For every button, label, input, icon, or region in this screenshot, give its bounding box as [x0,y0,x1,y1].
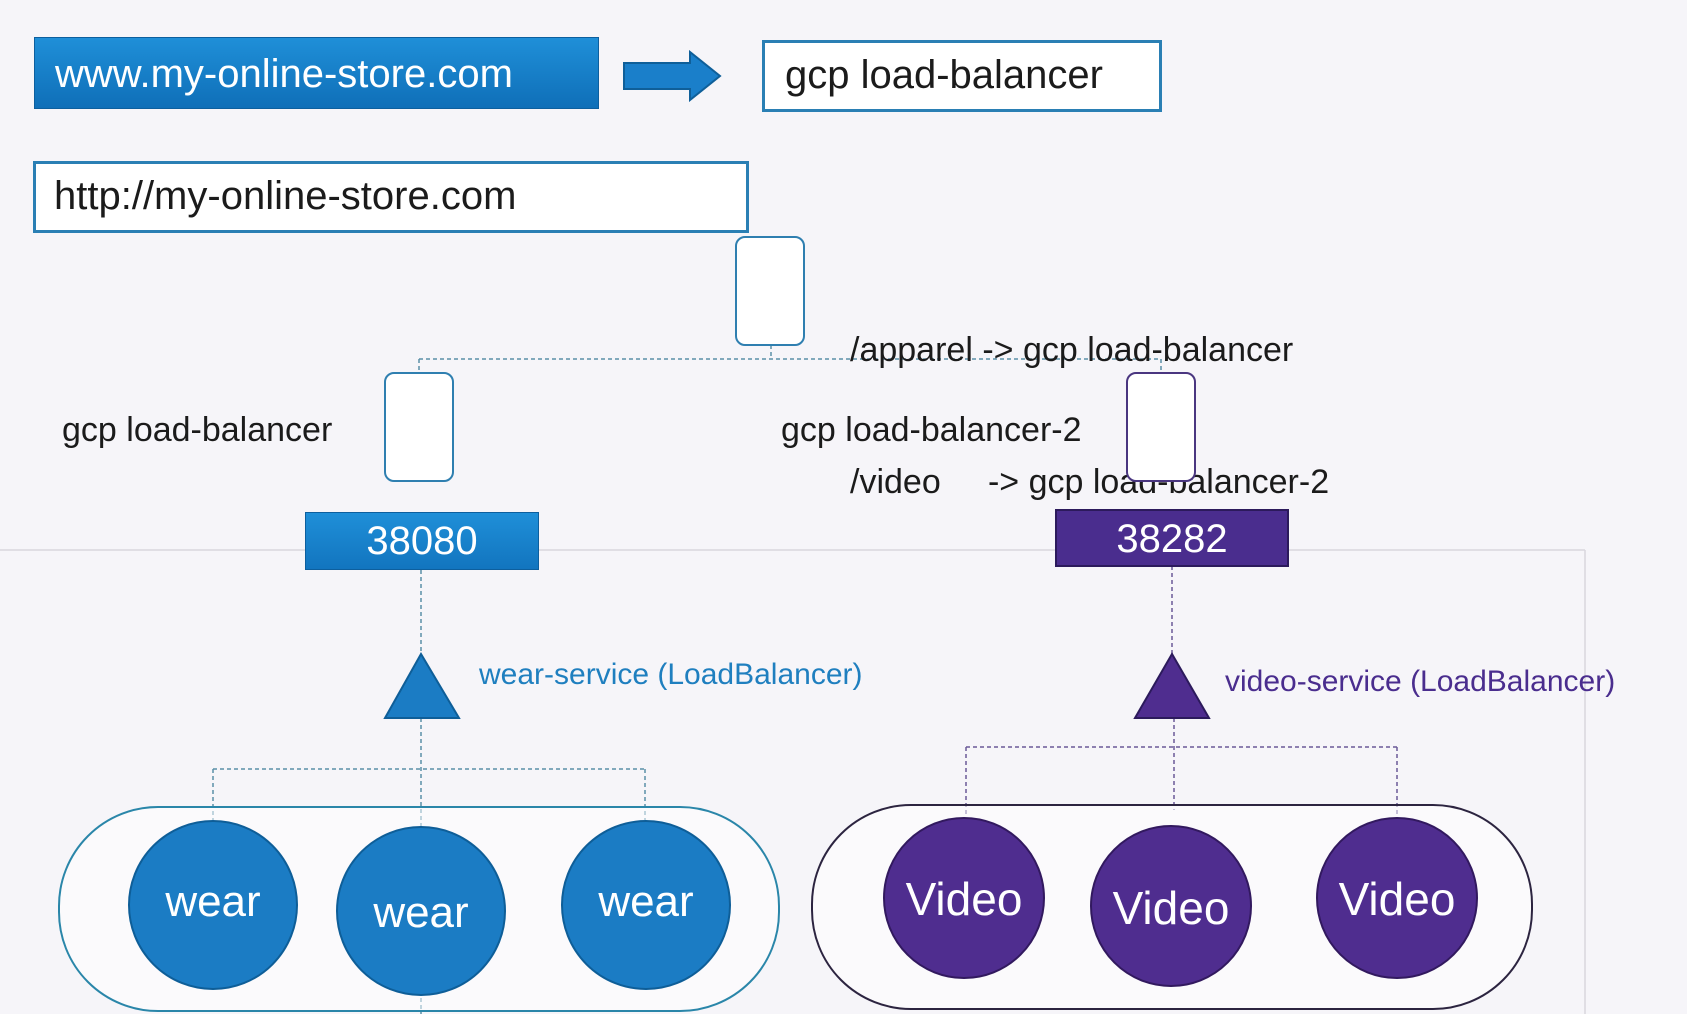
video-pod-1: Video [883,817,1045,979]
http-url-box: http://my-online-store.com [33,161,749,233]
video-pod-3: Video [1316,817,1478,979]
routing-rules: /apparel -> gcp load-balancer /video -> … [850,240,1329,548]
arrow-right-icon [623,50,722,102]
video-lb-label: gcp load-balancer-2 [781,411,1082,449]
video-service-triangle-icon [1133,652,1211,719]
video-pod-2: Video [1090,825,1252,987]
domain-banner: www.my-online-store.com [34,37,599,109]
wear-pod-2: wear [336,826,506,996]
video-service-label: video-service (LoadBalancer) [1225,665,1616,698]
wear-service-label: wear-service (LoadBalancer) [479,658,863,691]
video-lb-node [1126,372,1196,482]
wear-pod-1: wear [128,820,298,990]
top-load-balancer-box: gcp load-balancer [762,40,1162,112]
wear-lb-node [384,372,454,482]
rule-video: /video -> gcp load-balancer-2 [850,463,1330,501]
wear-pod-3: wear [561,820,731,990]
ingress-router-node [735,236,805,346]
wear-port-badge: 38080 [305,512,539,570]
wear-lb-label: gcp load-balancer [62,411,333,449]
wear-service-triangle-icon [383,652,461,719]
rule-apparel: /apparel -> gcp load-balancer [850,331,1294,369]
video-port-badge: 38282 [1055,509,1289,567]
